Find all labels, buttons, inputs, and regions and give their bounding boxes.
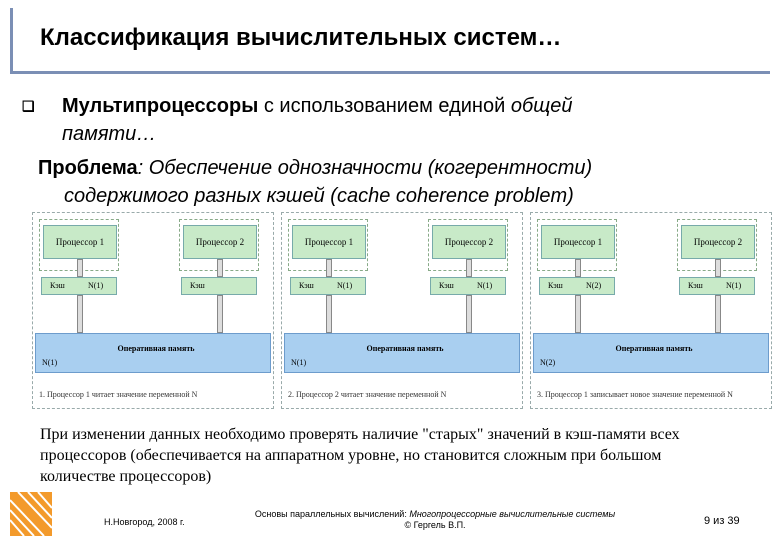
cache-1-label: Кэш bbox=[299, 281, 314, 290]
processor-2-label: Процессор 2 bbox=[693, 237, 743, 247]
unn-logo-icon bbox=[10, 492, 52, 536]
cache-2-label: Кэш bbox=[190, 281, 205, 290]
diagram-caption: 3. Процессор 1 записывает новое значение… bbox=[537, 390, 733, 399]
proc2-cache-connector bbox=[217, 259, 223, 277]
processor-2-label: Процессор 2 bbox=[444, 237, 494, 247]
cache-1-value: N(1) bbox=[88, 281, 104, 290]
cache-2-label: Кэш bbox=[688, 281, 703, 290]
footer-location: Н.Новгород, 2008 г. bbox=[104, 517, 185, 527]
bullet-text: Мультипроцессоры с использованием единой… bbox=[62, 92, 742, 148]
ram-value: N(2) bbox=[540, 358, 556, 367]
title-frame bbox=[10, 8, 770, 74]
bullet-bold: Мультипроцессоры bbox=[62, 95, 259, 117]
cache-1-label: Кэш bbox=[50, 281, 65, 290]
proc2-cache-connector bbox=[715, 259, 721, 277]
cache-1-value: N(2) bbox=[586, 281, 602, 290]
diagram-caption: 1. Процессор 1 читает значение переменно… bbox=[39, 390, 198, 399]
processor-2-box: Процессор 2 bbox=[183, 225, 257, 259]
cache-1-label: Кэш bbox=[548, 281, 563, 290]
footer-course-italic: Многопроцессорные вычислительные системы bbox=[409, 509, 616, 519]
cache-1-value: N(1) bbox=[337, 281, 353, 290]
cache-1-box: Кэш N(1) bbox=[41, 277, 117, 295]
processor-1-box: Процессор 1 bbox=[292, 225, 366, 259]
processor-2-label: Процессор 2 bbox=[195, 237, 245, 247]
cache2-ram-connector bbox=[217, 295, 223, 333]
footer-course: Основы параллельных вычислений: Многопро… bbox=[240, 509, 630, 531]
processor-1-box: Процессор 1 bbox=[541, 225, 615, 259]
cache-2-box: Кэш N(1) bbox=[430, 277, 506, 295]
proc2-cache-connector bbox=[466, 259, 472, 277]
cache-2-value: N(1) bbox=[477, 281, 493, 290]
page-number: 9 из 39 bbox=[704, 515, 740, 527]
bullet-italic-1: общей bbox=[510, 95, 573, 117]
ram-label: Оперативная память bbox=[117, 344, 195, 353]
processor-2-box: Процессор 2 bbox=[681, 225, 755, 259]
processor-1-label: Процессор 1 bbox=[55, 237, 105, 247]
cache-2-value: N(1) bbox=[726, 281, 742, 290]
cache-1-box: Кэш N(1) bbox=[290, 277, 366, 295]
ram-label: Оперативная память bbox=[615, 344, 693, 353]
processor-1-box: Процессор 1 bbox=[43, 225, 117, 259]
processor-2-box: Процессор 2 bbox=[432, 225, 506, 259]
footer-course-plain: Основы параллельных вычислений: bbox=[254, 509, 410, 519]
proc1-cache-connector bbox=[77, 259, 83, 277]
processor-1-label: Процессор 1 bbox=[553, 237, 603, 247]
footer-author: © Гергель В.П. bbox=[404, 520, 466, 530]
problem-statement: Проблема: Обеспечение однозначности (ког… bbox=[38, 154, 758, 210]
proc1-cache-connector bbox=[575, 259, 581, 277]
bullet-italic-2: памяти… bbox=[62, 123, 157, 145]
cache-1-box: Кэш N(2) bbox=[539, 277, 615, 295]
cache-2-box: Кэш bbox=[181, 277, 257, 295]
problem-text-1: : Обеспечение однозначности (когерентнос… bbox=[137, 157, 593, 179]
problem-text-3: cache coherence problem bbox=[336, 185, 568, 207]
cache1-ram-connector bbox=[77, 295, 83, 333]
ram-value: N(1) bbox=[42, 358, 58, 367]
cache1-ram-connector bbox=[326, 295, 332, 333]
cache2-ram-connector bbox=[715, 295, 721, 333]
problem-text-2: содержимого разных кэшей ( bbox=[64, 185, 337, 207]
diagram-caption: 2. Процессор 2 читает значение переменно… bbox=[288, 390, 447, 399]
bullet-rest: с использованием единой bbox=[258, 95, 511, 117]
proc1-cache-connector bbox=[326, 259, 332, 277]
processor-1-label: Процессор 1 bbox=[304, 237, 354, 247]
cache1-ram-connector bbox=[575, 295, 581, 333]
ram-label: Оперативная память bbox=[366, 344, 444, 353]
slide-title: Классификация вычислительных систем… bbox=[40, 24, 562, 51]
cache-2-box: Кэш N(1) bbox=[679, 277, 755, 295]
coherence-caption: При изменении данных необходимо проверят… bbox=[40, 426, 680, 485]
problem-text-4: ) bbox=[567, 185, 574, 207]
cache-2-label: Кэш bbox=[439, 281, 454, 290]
problem-label: Проблема bbox=[38, 157, 138, 179]
checkbox-bullet-icon: ❑ bbox=[22, 98, 35, 114]
cache2-ram-connector bbox=[466, 295, 472, 333]
ram-value: N(1) bbox=[291, 358, 307, 367]
